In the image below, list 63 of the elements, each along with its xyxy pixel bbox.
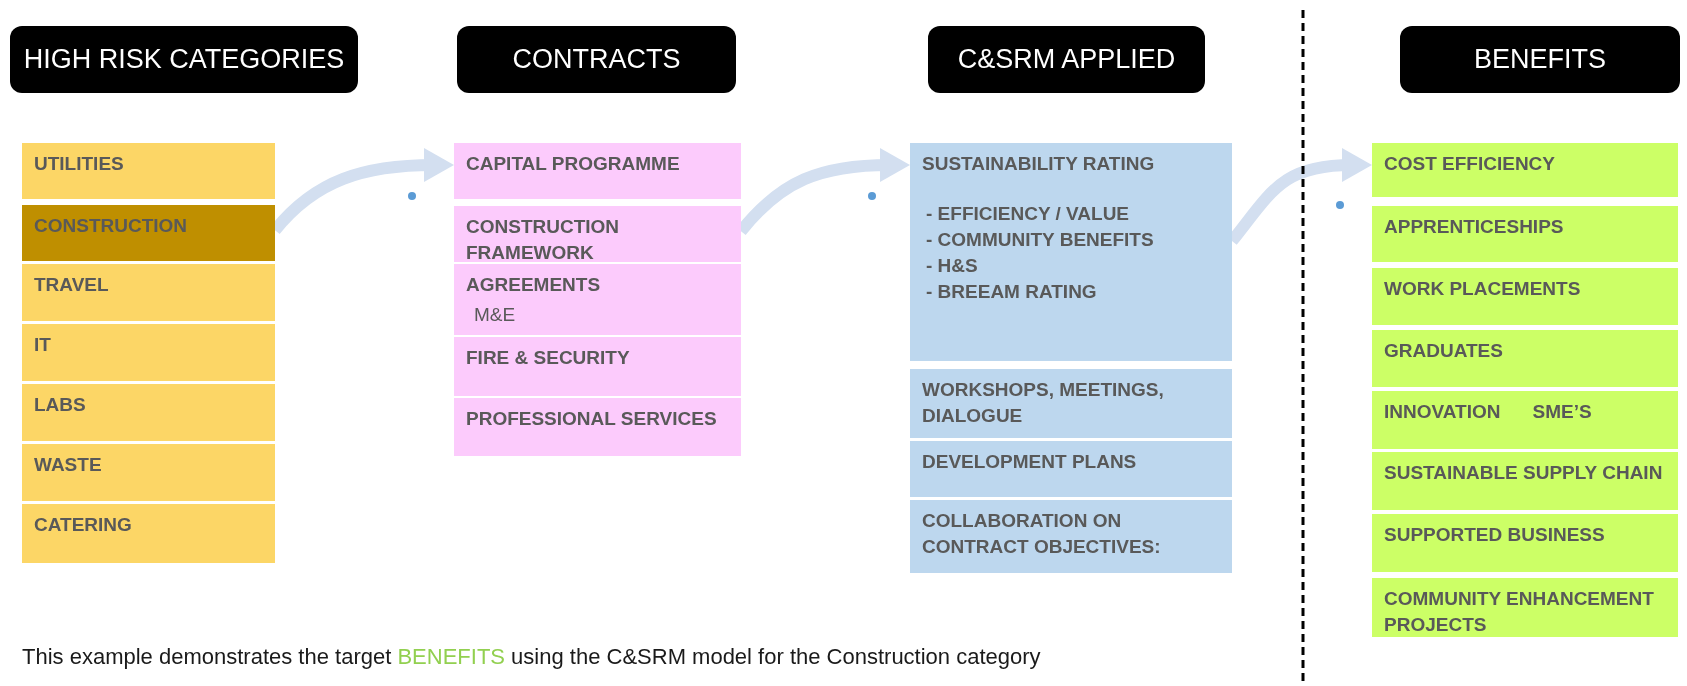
list-item: - COMMUNITY BENEFITS	[925, 228, 1155, 252]
row-label: M&E	[473, 303, 517, 327]
list-row	[910, 441, 1232, 497]
list-row	[910, 143, 1232, 361]
header-label: BENEFITS	[1474, 43, 1606, 77]
list-row	[910, 369, 1232, 438]
row-label: COST EFFICIENCY	[1384, 153, 1555, 174]
row-label: CAPITAL PROGRAMME	[466, 153, 680, 174]
row-label: SME’S	[1532, 400, 1592, 424]
list-item: SUSTAINABILITY RATING	[922, 152, 1156, 176]
row-label: GRADUATES	[1384, 340, 1503, 361]
row-label: LABS	[34, 394, 86, 415]
row-label: APPRENTICESHIPS	[1384, 216, 1564, 237]
list-row	[1372, 206, 1678, 262]
list-item: - H&S	[925, 254, 979, 278]
list-row	[454, 398, 741, 456]
header-label: CONTRACTS	[512, 43, 681, 77]
list-row	[454, 143, 741, 199]
list-row	[454, 206, 741, 262]
list-row	[22, 264, 275, 321]
header-pill	[1400, 26, 1680, 93]
row-label: WORK PLACEMENTS	[1384, 278, 1581, 299]
list-row	[22, 444, 275, 501]
list-row	[22, 384, 275, 441]
row-label: AGREEMENTS	[466, 273, 602, 297]
header-pill	[457, 26, 736, 93]
row-label: SUSTAINABLE SUPPLY CHAIN	[1384, 462, 1663, 483]
list-row	[1372, 514, 1678, 572]
row-label: WASTE	[34, 454, 102, 475]
row-label: WORKSHOPS, MEETINGS, DIALOGUE	[922, 379, 1164, 426]
header-pill	[10, 26, 358, 93]
list-row	[1372, 268, 1678, 325]
row-label: INNOVATION	[1384, 400, 1501, 424]
row-label: IT	[34, 334, 51, 355]
header-pill	[928, 26, 1205, 93]
list-row	[1372, 330, 1678, 387]
list-row	[1372, 391, 1678, 449]
list-row	[22, 324, 275, 381]
row-label: CATERING	[34, 514, 132, 535]
list-row	[454, 264, 741, 335]
row-label: COMMUNITY ENHANCEMENT PROJECTS	[1384, 588, 1654, 635]
row-label: DEVELOPMENT PLANS	[922, 451, 1137, 472]
row-label: CONSTRUCTION	[34, 215, 188, 236]
list-row	[1372, 578, 1678, 637]
caption: This example demonstrates the target BENEFITS using the C&SRM model for the Construction category	[22, 643, 1041, 671]
list-row	[454, 337, 741, 396]
list-row	[22, 143, 275, 199]
row-label: TRAVEL	[34, 274, 109, 295]
list-item: - BREEAM RATING	[925, 280, 1098, 304]
list-row	[1372, 452, 1678, 510]
list-row	[910, 500, 1232, 573]
list-row	[22, 205, 275, 261]
row-label: FIRE & SECURITY	[466, 347, 630, 368]
list-row	[1372, 143, 1678, 197]
list-row	[22, 504, 275, 563]
row-label: PROFESSIONAL SERVICES	[466, 408, 717, 429]
row-label: COLLABORATION ON CONTRACT OBJECTIVES:	[922, 510, 1161, 557]
row-label: CONSTRUCTION FRAMEWORK	[466, 216, 620, 263]
header-label: HIGH RISK CATEGORIES	[23, 43, 345, 77]
row-label: SUPPORTED BUSINESS	[1384, 524, 1605, 545]
header-label: C&SRM APPLIED	[957, 43, 1176, 77]
row-label: UTILITIES	[34, 153, 124, 174]
list-item: - EFFICIENCY / VALUE	[925, 202, 1131, 226]
